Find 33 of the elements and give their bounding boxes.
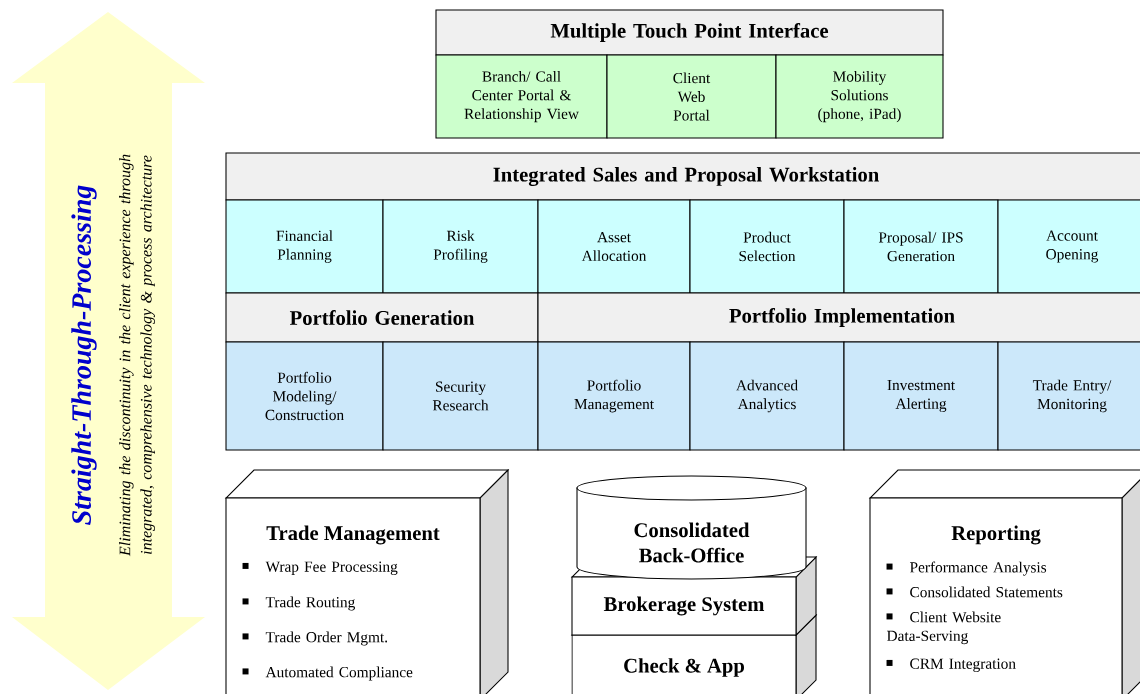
section-header: Multiple Touch Point Interface (435, 9, 944, 56)
function-cell: Portfolio Management (537, 341, 691, 451)
arrow-subtitle: Eliminating the discontinuity in the client experience through integrated, comprehensive technology & process architecture (119, 154, 155, 557)
function-cell: Mobility Solutions (phone, iPad) (775, 54, 944, 139)
function-cell: Proposal/ IPS Generation (843, 199, 999, 294)
function-cell: Client Web Portal (606, 54, 777, 139)
node-label: Check & App (624, 658, 744, 677)
function-cell: Trade Entry/ Monitoring (997, 341, 1140, 451)
function-cell: Product Selection (689, 199, 845, 294)
arrow-title: Straight-Through-Processing (71, 185, 97, 525)
function-cell: Advanced Analytics (689, 341, 845, 451)
bullet-item: Automated Compliance (242, 666, 413, 681)
bullet-item: Client Website Data-Serving (886, 611, 1001, 645)
function-cell: Security Research (382, 341, 539, 451)
function-cell: Asset Allocation (537, 199, 691, 294)
function-cell: Branch/ Call Center Portal & Relationship View (435, 54, 608, 139)
box-heading: Trade Management (266, 525, 440, 545)
function-cell: Account Opening (997, 199, 1140, 294)
function-cell: Financial Planning (225, 199, 384, 294)
bullet-item: Wrap Fee Processing (242, 561, 398, 575)
section-header: Portfolio Implementation (537, 292, 1140, 343)
bullet-item: Trade Order Mgmt. (242, 631, 388, 646)
function-cell: Investment Alerting (843, 341, 999, 451)
function-cell: Portfolio Modeling/ Construction (225, 341, 384, 451)
box-heading: Reporting (951, 525, 1041, 545)
bullet-item: Consolidated Statements (886, 586, 1063, 598)
bullet-item: CRM Integration (886, 658, 1016, 672)
function-cell: Risk Profiling (382, 199, 539, 294)
bullet-item: Trade Routing (242, 596, 355, 611)
bullet-item: Performance Analysis (886, 561, 1047, 576)
section-header: Portfolio Generation (225, 292, 539, 343)
section-header: Integrated Sales and Proposal Workstation (225, 152, 1140, 201)
database-cylinder: Consolidated Back-Office (576, 475, 807, 580)
